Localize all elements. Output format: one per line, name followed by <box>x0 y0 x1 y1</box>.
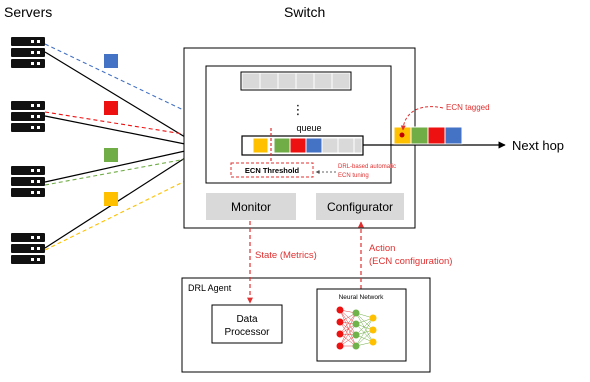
ecn-tagged-arrow <box>400 106 444 131</box>
ecn-tagged-label: ECN tagged <box>446 103 490 112</box>
monitor-block <box>206 193 296 220</box>
flow-path-yellow <box>44 153 241 251</box>
action-label-1: Action <box>369 243 395 254</box>
flow-path-green <box>44 147 241 186</box>
upper-queue <box>241 72 351 90</box>
neural-network-box <box>316 288 407 362</box>
monitor-label: Monitor <box>231 200 271 214</box>
server-rack-icon <box>11 166 45 197</box>
main-queue <box>252 137 363 154</box>
flow-packet-blue <box>104 54 118 68</box>
egress-packets <box>393 126 463 145</box>
queue-ellipsis: ⋮ <box>292 102 305 117</box>
server-rack-icon <box>11 37 45 68</box>
switch-label: Switch <box>284 4 325 20</box>
data-processor-block <box>211 304 283 344</box>
servers-label: Servers <box>4 4 52 20</box>
server-rack-icon <box>11 101 45 132</box>
drl-tuning-label-1: DRL-based automatic <box>338 164 396 170</box>
drl-agent-label: DRL Agent <box>188 283 232 293</box>
drl-tuning-label-2: ECN tuning <box>338 173 369 179</box>
ecn-mark-dot <box>399 132 405 138</box>
queue-label: queue <box>296 123 321 133</box>
flow-packet-red <box>104 101 118 115</box>
flow-packet-yellow <box>104 192 118 206</box>
flow-path-blue <box>44 43 241 138</box>
next-hop-label: Next hop <box>512 138 564 153</box>
configurator-label: Configurator <box>327 200 393 214</box>
neural-network-icon <box>336 306 377 350</box>
data-processor-label-1: Data <box>236 314 258 325</box>
action-label-2: (ECN configuration) <box>369 256 452 267</box>
flow-packet-green <box>104 148 118 162</box>
state-metrics-label: State (Metrics) <box>255 250 317 261</box>
neural-network-label: Neural Network <box>339 294 385 301</box>
configurator-block <box>316 193 404 220</box>
ecn-threshold-label: ECN Threshold <box>245 166 300 175</box>
ecn-threshold-box <box>230 162 314 178</box>
data-processor-label-2: Processor <box>224 327 270 338</box>
server-rack-icon <box>11 233 45 264</box>
